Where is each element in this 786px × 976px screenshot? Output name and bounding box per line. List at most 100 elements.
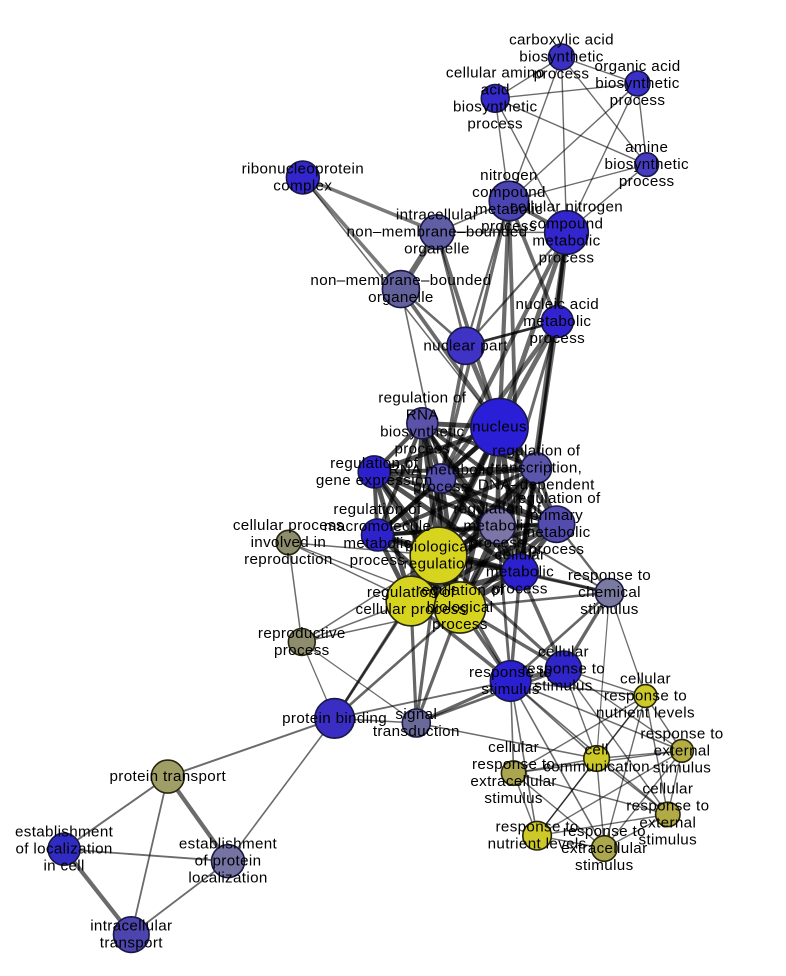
svg-text:ribonucleoprotein: ribonucleoprotein — [242, 161, 364, 178]
svg-text:biological: biological — [427, 599, 494, 616]
svg-text:non–membrane–bounded: non–membrane–bounded — [347, 224, 528, 241]
svg-text:process: process — [534, 66, 590, 83]
svg-text:cellular: cellular — [488, 739, 539, 756]
svg-text:response to: response to — [568, 567, 651, 584]
svg-text:stimulus: stimulus — [653, 759, 712, 776]
svg-text:external: external — [654, 742, 711, 759]
svg-text:localization: localization — [188, 870, 267, 887]
svg-text:stimulus: stimulus — [575, 857, 634, 874]
svg-text:metabolic: metabolic — [463, 518, 531, 535]
svg-text:regulation of: regulation of — [330, 455, 419, 472]
svg-text:biosynthetic: biosynthetic — [604, 156, 688, 173]
svg-text:in cell: in cell — [43, 858, 84, 875]
svg-text:cellular nitrogen: cellular nitrogen — [510, 199, 623, 216]
svg-text:process: process — [413, 479, 469, 496]
svg-text:establishment: establishment — [179, 836, 278, 853]
svg-text:metabolic: metabolic — [523, 313, 591, 330]
svg-text:regulation of: regulation of — [367, 584, 456, 601]
svg-text:involved in: involved in — [251, 534, 327, 551]
svg-text:transport: transport — [100, 935, 164, 952]
svg-text:process: process — [481, 218, 537, 235]
svg-text:amine: amine — [625, 139, 668, 156]
svg-text:acid: acid — [481, 81, 510, 98]
svg-text:cellular process: cellular process — [233, 517, 344, 534]
svg-text:process: process — [467, 115, 523, 132]
svg-text:compound: compound — [472, 184, 546, 201]
svg-text:stimulus: stimulus — [481, 681, 540, 698]
svg-text:response to: response to — [472, 756, 555, 773]
svg-text:transcription,: transcription, — [490, 460, 582, 477]
svg-text:process: process — [350, 552, 406, 569]
svg-text:RNA metabolic: RNA metabolic — [389, 462, 494, 479]
svg-text:reproductive: reproductive — [258, 625, 346, 642]
svg-text:nucleic acid: nucleic acid — [516, 296, 600, 313]
svg-text:response to: response to — [626, 797, 709, 814]
svg-text:intracellular: intracellular — [90, 918, 172, 935]
svg-text:protein binding: protein binding — [282, 710, 387, 727]
svg-text:regulation: regulation — [403, 556, 473, 573]
svg-text:cellular: cellular — [495, 547, 546, 564]
svg-text:process: process — [539, 250, 595, 267]
svg-text:response to: response to — [604, 688, 687, 705]
svg-text:biosynthetic: biosynthetic — [519, 49, 603, 66]
svg-text:cell: cell — [584, 742, 608, 759]
svg-text:DNA–dependent: DNA–dependent — [478, 477, 595, 494]
svg-text:nucleus: nucleus — [472, 419, 527, 436]
svg-text:nitrogen: nitrogen — [480, 167, 538, 184]
svg-text:nutrient levels: nutrient levels — [596, 705, 695, 722]
svg-text:primary: primary — [530, 507, 583, 524]
svg-text:of localization: of localization — [15, 841, 112, 858]
svg-text:macromolecule: macromolecule — [324, 518, 432, 535]
svg-text:nutrient levels: nutrient levels — [488, 836, 587, 853]
svg-text:regulation of: regulation of — [453, 501, 542, 518]
svg-text:metabolic: metabolic — [486, 564, 554, 581]
svg-text:process: process — [529, 541, 585, 558]
svg-text:response to: response to — [495, 819, 578, 836]
svg-text:establishment: establishment — [15, 824, 114, 841]
svg-text:biosynthetic: biosynthetic — [380, 423, 464, 440]
svg-text:transduction: transduction — [373, 723, 460, 740]
svg-text:carboxylic acid: carboxylic acid — [509, 32, 614, 49]
svg-text:stimulus: stimulus — [639, 831, 698, 848]
svg-text:process: process — [470, 535, 526, 552]
svg-text:cellular process: cellular process — [355, 601, 466, 618]
svg-text:metabolic: metabolic — [343, 535, 411, 552]
svg-text:chemical: chemical — [578, 584, 641, 601]
svg-text:gene expression: gene expression — [316, 472, 433, 489]
svg-text:stimulus: stimulus — [580, 601, 639, 618]
svg-text:process: process — [492, 581, 548, 598]
svg-text:organic acid: organic acid — [594, 58, 680, 75]
svg-text:process: process — [610, 92, 666, 109]
svg-text:process: process — [394, 440, 450, 457]
svg-text:biosynthetic: biosynthetic — [595, 75, 679, 92]
svg-text:non–membrane–bounded: non–membrane–bounded — [310, 272, 491, 289]
svg-text:cellular: cellular — [620, 671, 671, 688]
svg-text:intracellular: intracellular — [396, 207, 478, 224]
svg-text:response to: response to — [469, 664, 552, 681]
svg-text:process: process — [432, 616, 488, 633]
svg-text:RNA: RNA — [406, 406, 440, 423]
svg-text:external: external — [639, 814, 696, 831]
svg-text:signal: signal — [395, 706, 437, 723]
svg-text:biological: biological — [405, 539, 472, 556]
svg-text:protein transport: protein transport — [110, 768, 227, 785]
svg-text:cellular amino: cellular amino — [446, 64, 545, 81]
svg-text:regulation of: regulation of — [378, 389, 467, 406]
svg-text:nuclear part: nuclear part — [423, 337, 508, 354]
svg-text:regulation of: regulation of — [492, 443, 581, 460]
svg-text:organelle: organelle — [368, 289, 434, 306]
svg-text:compound: compound — [530, 216, 604, 233]
svg-text:stimulus: stimulus — [484, 790, 543, 807]
svg-text:metabolic: metabolic — [522, 524, 590, 541]
svg-text:cellular: cellular — [538, 644, 589, 661]
svg-text:organelle: organelle — [404, 241, 470, 258]
svg-text:cellular: cellular — [642, 780, 693, 797]
svg-text:process: process — [274, 642, 330, 659]
svg-text:stimulus: stimulus — [534, 678, 593, 695]
svg-text:of protein: of protein — [195, 853, 262, 870]
svg-text:metabolic: metabolic — [532, 233, 600, 250]
svg-text:complex: complex — [273, 178, 332, 195]
svg-text:extracellular: extracellular — [470, 773, 556, 790]
svg-text:response to: response to — [522, 661, 605, 678]
svg-text:reproduction: reproduction — [244, 551, 333, 568]
